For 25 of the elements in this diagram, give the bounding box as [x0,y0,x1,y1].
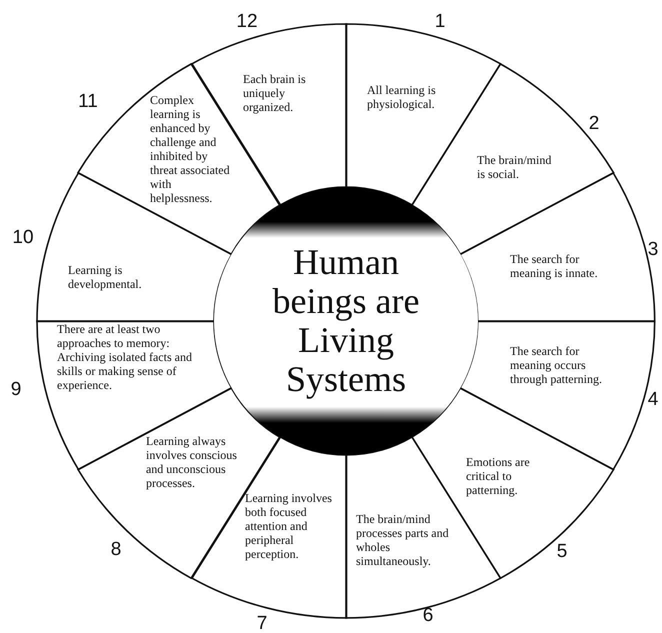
principle-text: Learning involves both focused attention and peripheral perception. [245,490,333,561]
segment-number: 11 [78,91,98,113]
center-title: Human beings are Living Systems [272,243,420,399]
principle-text: Each brain is uniquely organized. [243,72,307,114]
principle-text: The brain/mind processes parts and wholes simultaneously. [356,512,450,568]
segment-number: 10 [12,227,34,249]
segment-number: 8 [110,539,122,561]
segment-number: 9 [10,379,22,401]
principle-text: Learning is developmental. [68,263,143,291]
segment-number: 12 [236,11,258,33]
principle-text: Learning always involves conscious and unconscious processes. [146,434,238,490]
segment-number: 5 [556,541,568,563]
principle-text: All learning is physiological. [367,83,437,111]
segment-number: 7 [256,613,268,633]
segment-number: 1 [434,11,446,33]
segment-number: 4 [648,389,658,411]
segment-number: 3 [648,239,658,261]
principle-text: The search for meaning occurs through patterning. [510,344,603,386]
segment-number: 2 [588,113,600,135]
principle-text: There are at least two approaches to memory: Archiving isolated facts and skills or making sense of experience. [57,322,193,392]
principle-text: The search for meaning is innate. [510,252,599,280]
principle-text: Emotions are critical to patterning. [466,455,531,497]
principle-text: The brain/mind is social. [477,152,552,181]
segment-number: 6 [422,605,434,627]
principle-text: Complex learning is enhanced by challenge and inhibited by threat associated with helplessness. [150,92,231,205]
